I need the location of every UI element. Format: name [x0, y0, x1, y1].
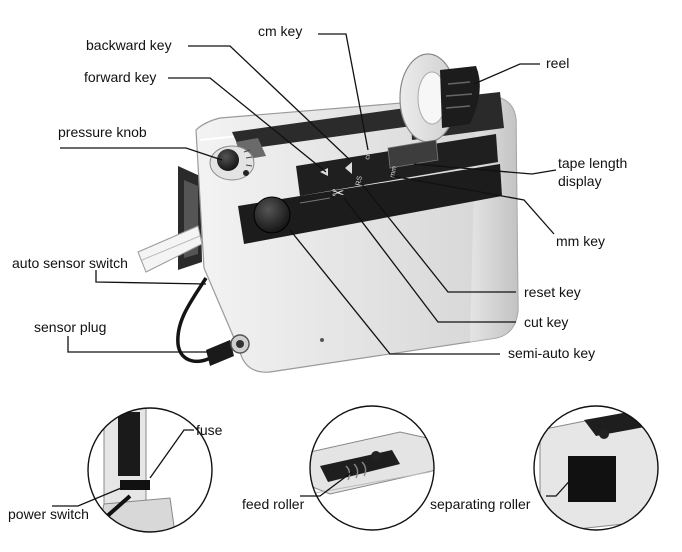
label-forward-key: forward key [84, 69, 156, 85]
tape-dispenser-machine: cm mm ✂ RS [137, 53, 519, 373]
label-cm-key: cm key [258, 23, 302, 39]
label-feed-roller: feed roller [242, 496, 305, 512]
feed-roller [345, 461, 367, 481]
leader-separating-roller [546, 475, 575, 497]
power-switch [120, 480, 150, 490]
leader-pressure-knob [60, 147, 223, 161]
label-pressure-knob: pressure knob [58, 124, 147, 140]
callout-labels: backward key cm key reel forward key pre… [8, 23, 627, 522]
pressure-knob-assembly [209, 145, 255, 181]
leader-tape-length-display [413, 163, 557, 175]
label-backward-key: backward key [86, 37, 172, 53]
leader-fuse [149, 429, 194, 479]
label-auto-sensor-switch: auto sensor switch [12, 255, 128, 271]
cm-key-glyph: cm [364, 150, 373, 161]
leader-sensor-plug [67, 336, 208, 353]
roller-screw [371, 451, 381, 461]
inset-feed-roller [300, 405, 435, 531]
machine-right-face [470, 96, 518, 342]
cut-key-glyph: ✂ [332, 184, 345, 202]
label-reset-key: reset key [524, 284, 581, 300]
separating-roller [568, 456, 616, 502]
leader-reel [473, 63, 540, 85]
forward-key-glyph [320, 168, 328, 176]
label-power-switch: power switch [8, 506, 89, 522]
label-separating-roller: separating roller [430, 496, 531, 512]
roller-top-screw [599, 429, 609, 439]
semi-auto-button [253, 196, 291, 234]
inset-separating-roller [533, 405, 659, 531]
label-tape-length-line2: display [558, 173, 602, 189]
leader-auto-sensor-switch [95, 270, 207, 285]
label-fuse: fuse [196, 422, 223, 438]
leader-backward-key [188, 45, 351, 161]
label-sensor-plug: sensor plug [34, 319, 106, 335]
leader-semi-auto-key [289, 229, 500, 355]
label-semi-auto-key: semi-auto key [508, 345, 595, 361]
sensor-cable [176, 277, 215, 364]
reset-key-glyph: RS [355, 175, 364, 186]
leader-cut-key [343, 197, 516, 323]
leader-cm-key [318, 33, 369, 151]
label-mm-key: mm key [556, 233, 605, 249]
tape-strip [137, 225, 203, 273]
label-reel: reel [546, 55, 569, 71]
label-cut-key: cut key [524, 314, 568, 330]
sensor-plug [206, 340, 234, 366]
tape-length-display [387, 139, 439, 169]
leader-mm-key [391, 175, 555, 235]
backward-key-glyph [345, 162, 352, 174]
label-tape-length-line1: tape length [558, 155, 627, 171]
leader-power-switch [52, 485, 127, 507]
leader-lines [60, 33, 557, 355]
reel-assembly [399, 53, 504, 143]
inset-power-switch [52, 407, 213, 533]
mm-key-glyph: mm [389, 165, 398, 178]
leader-forward-key [168, 77, 327, 173]
top-channel [232, 106, 426, 150]
leader-reset-key [361, 183, 516, 293]
leader-feed-roller [300, 471, 353, 497]
fuse-slot [118, 412, 140, 476]
pressure-knob [217, 149, 239, 171]
